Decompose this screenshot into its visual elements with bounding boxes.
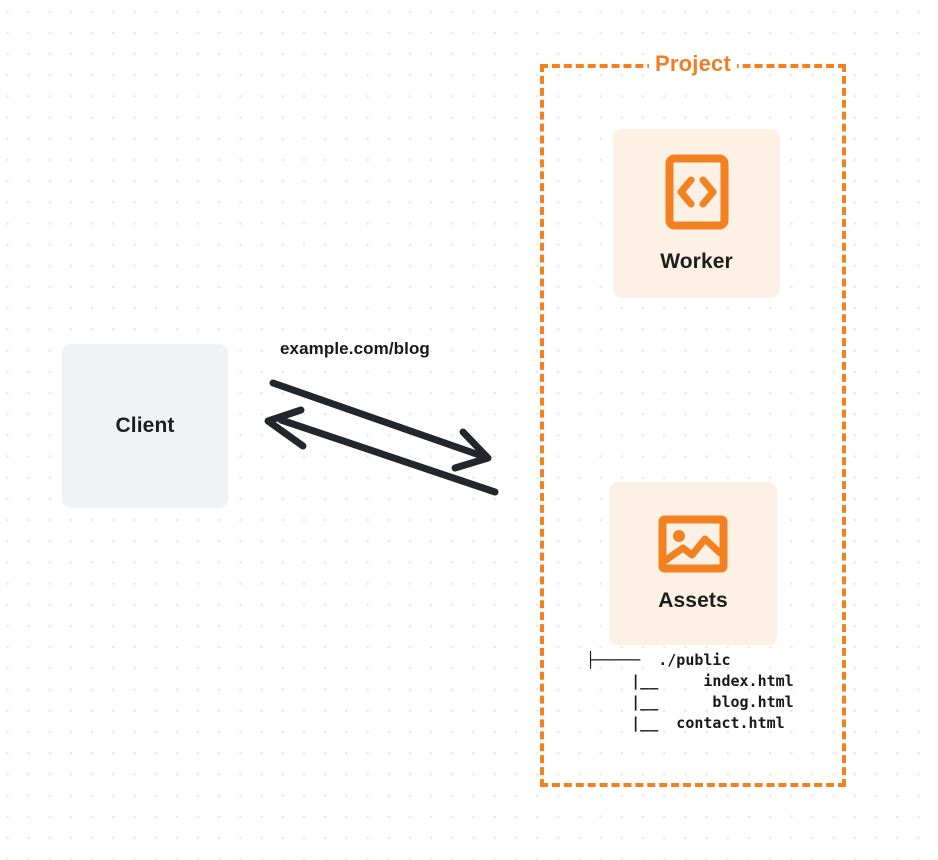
- client-node[interactable]: Client: [62, 344, 228, 508]
- assets-node[interactable]: Assets: [609, 482, 777, 645]
- arrow-request: [269, 379, 492, 472]
- worker-node-title: Worker: [660, 249, 733, 273]
- worker-node[interactable]: Worker: [613, 129, 780, 298]
- assets-node-title: Assets: [658, 588, 728, 612]
- code-brackets-icon: [665, 154, 729, 230]
- file-tree-line: |__ contact.html: [586, 714, 785, 732]
- file-tree-line: |__ blog.html: [586, 693, 794, 711]
- assets-file-tree: ├───── ./public |__ index.html |__ blog.…: [586, 650, 794, 734]
- arrow-response: [264, 406, 499, 496]
- edge-label-request-url: example.com/blog: [280, 339, 430, 358]
- image-icon: [658, 515, 728, 573]
- project-group-label-text: Project: [649, 51, 737, 76]
- file-tree-line: ├───── ./public: [586, 651, 731, 669]
- project-group-label: Project: [540, 51, 846, 76]
- client-node-title: Client: [115, 414, 175, 437]
- file-tree-line: |__ index.html: [586, 672, 794, 690]
